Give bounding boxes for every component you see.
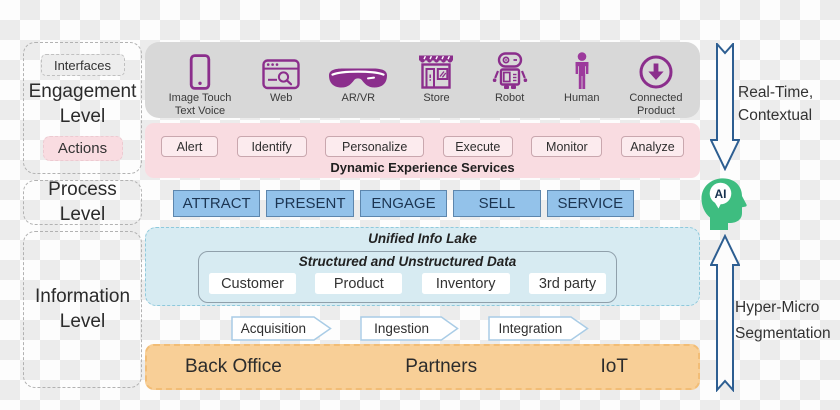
ai-label: AI	[715, 187, 727, 201]
data-box-product: Product	[315, 273, 403, 294]
interface-item-robot: Robot	[480, 48, 540, 105]
smartphone-icon	[189, 48, 211, 90]
process-stage-attract: ATTRACT	[173, 190, 261, 217]
interface-item-smartphone: Image Touch Text Voice	[161, 48, 239, 117]
source-iot: IoT	[600, 356, 628, 377]
pipeline-step-integration: Integration	[488, 316, 589, 341]
ai-head-icon: AI	[701, 178, 747, 230]
engagement-level-title: Engagement Level	[28, 81, 137, 127]
process-stage-present: PRESENT	[266, 190, 354, 217]
interface-label: Image Touch Text Voice	[168, 92, 232, 117]
actions-chip: Actions	[42, 136, 123, 162]
structured-unstructured-box: Structured and Unstructured Data Custome…	[198, 251, 617, 303]
structured-unstructured-title: Structured and Unstructured Data	[298, 254, 517, 269]
action-chip-monitor: Monitor	[531, 136, 603, 157]
ar-vr-glasses-icon	[326, 48, 390, 90]
interfaces-chip: Interfaces	[40, 54, 125, 76]
store-icon	[416, 48, 456, 90]
dynamic-experience-panel: Alert Identify Personalize Execute Monit…	[145, 123, 700, 178]
pipeline-step-ingestion: Ingestion	[360, 316, 459, 341]
action-chip-identify: Identify	[236, 136, 307, 157]
human-icon	[573, 48, 591, 90]
chevron-shape	[360, 316, 459, 341]
robot-icon	[488, 48, 532, 90]
source-back-office: Back Office	[185, 356, 282, 377]
data-box-inventory: Inventory	[421, 273, 510, 294]
interface-label: Web	[269, 92, 293, 104]
information-level-box: Information Level	[23, 231, 142, 388]
up-arrow	[710, 234, 740, 392]
interface-item-arvr: AR/VR	[323, 48, 393, 105]
interface-label: Human	[564, 92, 600, 104]
hyper-micro-segmentation-label: Hyper-Micro Segmentation	[735, 299, 831, 342]
interface-item-human: Human	[554, 48, 610, 105]
interface-label: Store	[423, 92, 450, 104]
data-box-3rd-party: 3rd party	[528, 273, 606, 294]
data-box-customer: Customer	[209, 273, 296, 294]
process-stage-service: SERVICE	[546, 190, 635, 217]
process-stage-row: ATTRACT PRESENT ENGAGE SELL SERVICE	[173, 190, 635, 217]
interfaces-panel: Image Touch Text Voice Web	[145, 42, 700, 118]
interface-item-connected-product: Connected Product	[624, 48, 688, 117]
pipeline-step-acquisition: Acquisition	[231, 316, 332, 341]
pipeline-step-label: Acquisition	[240, 321, 307, 336]
process-level-box: Process Level	[23, 178, 142, 225]
interface-label: AR/VR	[341, 92, 376, 104]
interfaces-label: Interfaces	[53, 57, 112, 73]
action-chip-alert: Alert	[161, 136, 218, 157]
unified-info-lake-title: Unified Info Lake	[368, 231, 477, 246]
actions-label: Actions	[57, 140, 108, 158]
process-stage-sell: SELL	[453, 190, 541, 217]
process-stage-engage: ENGAGE	[359, 190, 448, 217]
down-arrow	[710, 43, 740, 171]
process-level-title: Process Level	[48, 178, 117, 225]
action-chip-personalize: Personalize	[325, 136, 425, 157]
interface-item-web: Web	[253, 48, 309, 105]
chevron-shape	[488, 316, 589, 341]
information-level-title: Information Level	[34, 285, 131, 332]
source-partners: Partners	[405, 356, 478, 377]
unified-info-lake-panel: Unified Info Lake Structured and Unstruc…	[145, 227, 700, 306]
action-chip-execute: Execute	[442, 136, 513, 157]
dynamic-experience-services-title: Dynamic Experience Services	[330, 160, 515, 175]
pipeline-step-label: Ingestion	[374, 321, 429, 336]
interface-item-store: Store	[407, 48, 465, 105]
data-sources-panel: Back Office Partners IoT	[145, 344, 700, 390]
interface-label: Robot	[494, 92, 525, 104]
interface-label: Connected Product	[629, 92, 683, 117]
action-chip-analyze: Analyze	[620, 136, 684, 157]
real-time-contextual-label: Real-Time, Contextual	[738, 84, 814, 125]
connected-product-icon	[638, 48, 674, 90]
chevron-shape	[231, 316, 332, 341]
browser-search-icon	[262, 48, 300, 90]
pipeline-step-label: Integration	[498, 321, 563, 336]
engagement-level-box: Interfaces Engagement Level Actions	[23, 42, 142, 174]
